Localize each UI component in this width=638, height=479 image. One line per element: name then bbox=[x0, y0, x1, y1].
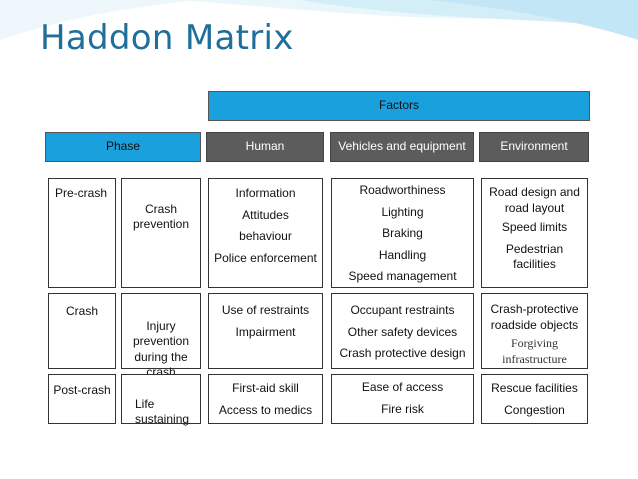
vehicles-cell-post-crash: Ease of access Fire risk bbox=[331, 374, 474, 424]
environment-factor: Rescue facilities bbox=[491, 381, 578, 395]
human-factor: Impairment bbox=[235, 324, 296, 339]
phase-header: Phase bbox=[45, 132, 201, 162]
slide-title: Haddon Matrix bbox=[40, 18, 294, 58]
human-cell-crash: Use of restraints Impairment bbox=[208, 293, 323, 369]
factors-label: Factors bbox=[378, 98, 419, 113]
human-factor: Attitudes bbox=[242, 207, 289, 222]
human-factor: Police enforcement bbox=[214, 250, 317, 265]
human-factor: Access to medics bbox=[218, 402, 313, 417]
human-header-label: Human bbox=[245, 139, 285, 154]
environment-cell-post-crash: Rescue facilities Congestion bbox=[481, 374, 588, 424]
vehicles-cell-pre-crash: Roadworthiness Lighting Braking Handling… bbox=[331, 178, 474, 288]
vehicle-factor: Other safety devices bbox=[347, 324, 458, 339]
vehicle-factor: Crash protective design bbox=[339, 346, 466, 361]
phase-label: Post-crash bbox=[53, 383, 111, 397]
vehicles-header-label: Vehicles and equipment bbox=[338, 139, 466, 154]
vehicle-factor: Braking bbox=[382, 226, 423, 241]
vehicle-factor: Roadworthiness bbox=[359, 183, 446, 197]
environment-cell-crash: Crash-protective roadside objects Forgiv… bbox=[481, 293, 588, 369]
environment-cell-pre-crash: Road design and road layout Speed limits… bbox=[481, 178, 588, 288]
phase-cell-pre-crash: Pre-crash bbox=[48, 178, 116, 288]
goal-label: Injury prevention during the crash bbox=[132, 318, 190, 380]
phase-cell-post-crash: Post-crash bbox=[48, 374, 116, 424]
goal-cell-post-crash: Life sustaining bbox=[121, 374, 201, 427]
vehicle-factor: Lighting bbox=[381, 204, 424, 219]
human-header: Human bbox=[206, 132, 324, 162]
goal-cell-crash: Injury prevention during the crash bbox=[121, 293, 201, 379]
human-cell-post-crash: First-aid skill Access to medics bbox=[208, 374, 323, 424]
vehicle-factor: Handling bbox=[378, 247, 427, 262]
vehicle-factor: Speed management bbox=[348, 269, 457, 284]
environment-factor: Speed limits bbox=[501, 220, 568, 235]
environment-factor: Crash-protective roadside objects bbox=[490, 302, 579, 332]
human-factor: behaviour bbox=[239, 229, 292, 244]
vehicle-factor: Fire risk bbox=[381, 401, 424, 416]
phase-label: Pre-crash bbox=[55, 186, 108, 200]
header-swoosh-decoration bbox=[0, 0, 638, 40]
factors-header: Factors bbox=[208, 91, 590, 121]
human-factor: Use of restraints bbox=[221, 303, 310, 317]
environment-factor: Congestion bbox=[504, 402, 565, 417]
human-factor: Information bbox=[235, 186, 296, 200]
phase-label: Crash bbox=[65, 304, 98, 318]
vehicle-factor: Ease of access bbox=[361, 380, 444, 394]
environment-header: Environment bbox=[479, 132, 589, 162]
human-cell-pre-crash: Information Attitudes behaviour Police e… bbox=[208, 178, 323, 288]
phase-header-label: Phase bbox=[105, 139, 141, 154]
vehicle-factor: Occupant restraints bbox=[350, 303, 455, 317]
vehicles-header: Vehicles and equipment bbox=[330, 132, 474, 162]
environment-factor: Road design and road layout bbox=[489, 185, 580, 215]
human-factor: First-aid skill bbox=[232, 381, 299, 395]
environment-factor: Forgiving infrastructure bbox=[502, 336, 567, 366]
environment-factor: Pedestrian facilities bbox=[505, 241, 564, 272]
goal-label: Crash prevention bbox=[132, 201, 190, 232]
vehicles-cell-crash: Occupant restraints Other safety devices… bbox=[331, 293, 474, 369]
environment-header-label: Environment bbox=[500, 139, 568, 154]
goal-cell-pre-crash: Crash prevention bbox=[121, 178, 201, 288]
phase-cell-crash: Crash bbox=[48, 293, 116, 369]
goal-label: Life sustaining bbox=[135, 396, 190, 427]
